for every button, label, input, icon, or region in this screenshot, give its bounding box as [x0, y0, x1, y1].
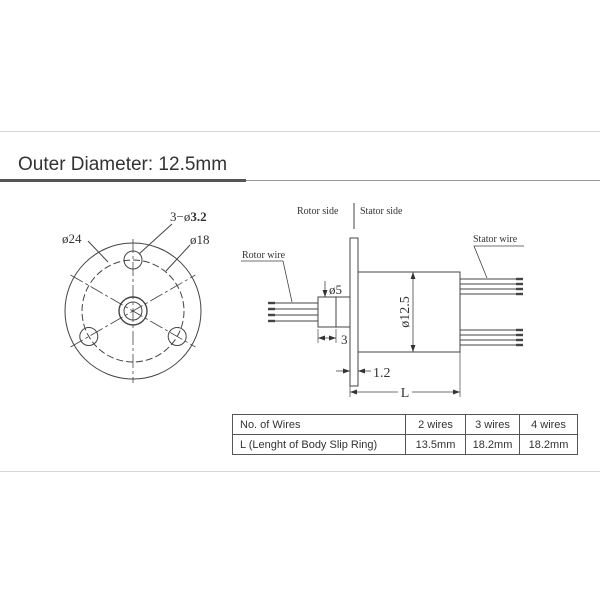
flange-outline [349, 237, 359, 387]
page-title: Outer Diameter: 12.5mm [18, 154, 228, 175]
body-outline [357, 271, 461, 353]
row-label-cell: L (Lenght of Body Slip Ring) [232, 434, 406, 455]
hole-count-text: 3−ø [170, 209, 191, 224]
shaft-diameter-label: ø5 [329, 282, 342, 297]
stator-wire-bundle-bottom [460, 328, 523, 347]
table-cell: 3 wires [465, 414, 520, 435]
frame-top-rule [0, 131, 600, 132]
bore-outer-circle [118, 296, 148, 326]
table-row-wire-count: No. of Wires 2 wires 3 wires 4 wires [232, 414, 578, 435]
body-diameter-label: ø12.5 [398, 296, 413, 328]
rotor-wire-label: Rotor wire [242, 250, 286, 261]
table-cell: 18.2mm [519, 434, 578, 455]
stator-wire-leader [473, 245, 524, 279]
hole-diameter-text: 3.2 [190, 209, 206, 224]
table-cell: 13.5mm [405, 434, 466, 455]
rotor-wire-leader [241, 260, 293, 303]
table-cell: 2 wires [405, 414, 466, 435]
body-length-label: L [401, 386, 410, 401]
rotor-shaft-outline [317, 296, 351, 328]
mounting-hole-bottom-right [167, 327, 187, 346]
outer-diameter-leader [87, 240, 109, 263]
title-underline-rule [246, 180, 600, 181]
hole-callout-leader [138, 223, 173, 255]
front-view: ø24 3−ø3.2 ø18 [62, 209, 210, 383]
outer-diameter-label: ø24 [62, 231, 82, 246]
table-cell: 4 wires [519, 414, 578, 435]
table-row-body-length: L (Lenght of Body Slip Ring) 13.5mm 18.2… [232, 434, 578, 455]
pitch-circle-leader [165, 244, 191, 272]
shaft-length-label: 3 [341, 332, 348, 347]
bore-inner-circle [123, 301, 143, 321]
pitch-circle-label: ø18 [190, 232, 210, 247]
mounting-hole-bottom-left [79, 327, 99, 346]
mounting-hole-top [123, 250, 143, 270]
side-view: Rotor side Stator side [241, 203, 524, 401]
stator-wire-bundle-top [460, 277, 523, 296]
frame-bottom-rule [0, 471, 600, 472]
row-label-cell: No. of Wires [232, 414, 406, 435]
spec-table: No. of Wires 2 wires 3 wires 4 wires L (… [232, 414, 578, 455]
hole-callout-label: 3−ø3.2 [170, 209, 207, 224]
rotor-wire-bundle [268, 301, 318, 323]
rotor-side-label: Rotor side [297, 206, 339, 217]
flange-thickness-label: 1.2 [373, 366, 391, 381]
table-cell: 18.2mm [465, 434, 520, 455]
pitch-circle [81, 259, 185, 363]
center-line-diagonal-right [70, 274, 196, 348]
stator-side-label: Stator side [360, 206, 403, 217]
stator-wire-label: Stator wire [473, 234, 518, 245]
title-underline-bar [0, 179, 246, 182]
